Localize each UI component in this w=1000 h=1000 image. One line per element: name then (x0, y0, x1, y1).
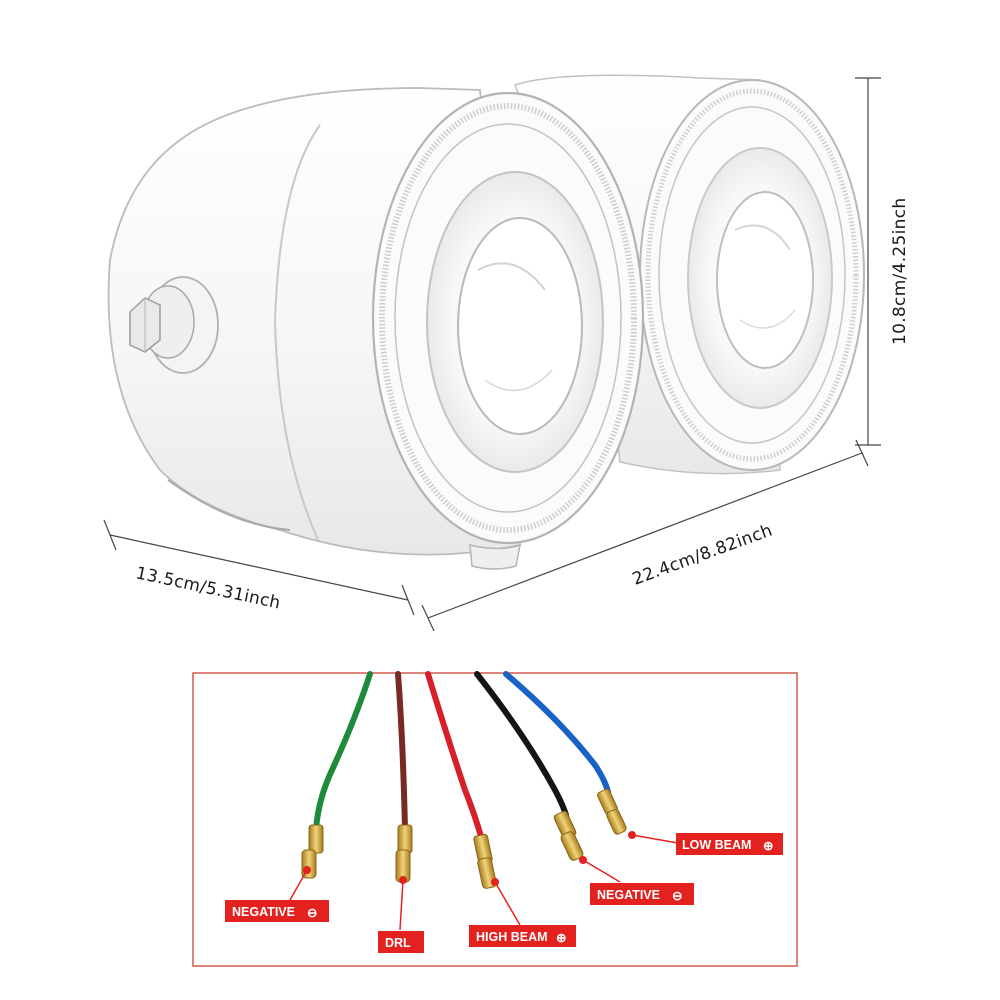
label-negative-2: NEGATIVE ⊖ (590, 883, 694, 905)
label-high-beam: HIGH BEAM ⊕ (469, 925, 576, 947)
minus-icon: ⊖ (672, 889, 682, 903)
height-dimension-label: 10.8cm/4.25inch (890, 198, 910, 345)
wiring-frame (192, 672, 798, 967)
terminal-green (301, 824, 324, 879)
label-negative-2-text: NEGATIVE (597, 888, 660, 902)
label-high-beam-text: HIGH BEAM (476, 930, 548, 944)
twin-headlight (107, 74, 865, 570)
terminal-brown (395, 824, 413, 884)
wire-brown (395, 671, 408, 833)
dimension-height: 10.8cm/4.25inch (855, 77, 910, 446)
wire-green (313, 671, 373, 833)
width-dimension-label: 22.4cm/8.82inch (630, 520, 775, 589)
label-negative-1: NEGATIVE ⊖ (225, 900, 329, 922)
label-negative-1-text: NEGATIVE (232, 905, 295, 919)
label-drl-text: DRL (385, 936, 411, 950)
plus-icon: ⊕ (763, 839, 773, 853)
left-headlight (107, 87, 645, 570)
wire-red (425, 671, 485, 843)
terminal-red (473, 833, 499, 889)
label-low-beam: LOW BEAM ⊕ (676, 833, 783, 855)
wire-blue (503, 671, 611, 795)
minus-icon: ⊖ (307, 906, 317, 920)
mounting-bolt (129, 276, 219, 374)
terminal-blue (596, 788, 636, 839)
label-low-beam-text: LOW BEAM (682, 838, 751, 852)
wiring-panel: NEGATIVE ⊖ DRL HIGH BEAM ⊕ NEGATIVE ⊖ LO… (192, 671, 798, 967)
plus-icon: ⊕ (556, 931, 566, 945)
wire-black (474, 671, 569, 818)
depth-dimension-label: 13.5cm/5.31inch (134, 563, 282, 613)
label-drl: DRL (378, 931, 424, 953)
